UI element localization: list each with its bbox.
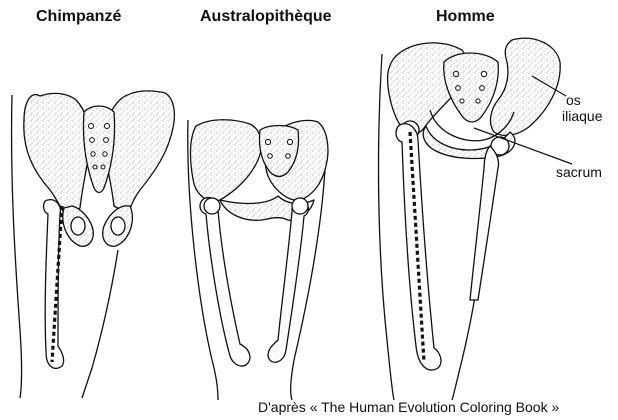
australo-right-femur [268,200,308,363]
australopithecus-skeleton [188,120,328,400]
chimp-left-ilium [24,93,91,216]
sacrum-label: sacrum [556,164,602,180]
chimp-leg-outline-right [82,250,118,398]
chimp-leg-outline [12,95,22,398]
australo-left-ilium [191,120,262,201]
chimpanzee-title: Chimpanzé [36,8,121,26]
human-sacrum [444,53,499,122]
source-caption: D'après « The Human Evolution Coloring B… [258,399,559,415]
human-right-femur [470,146,499,300]
chimp-right-ilium [104,91,175,214]
iliaque-label: iliaque [562,108,602,124]
human-skeleton [379,38,572,400]
chimp-femur [44,200,64,369]
human-title: Homme [436,8,495,26]
australopithecus-title: Australopithèque [200,8,332,26]
chimpanzee-skeleton [12,91,175,398]
os-label: os [566,92,581,108]
